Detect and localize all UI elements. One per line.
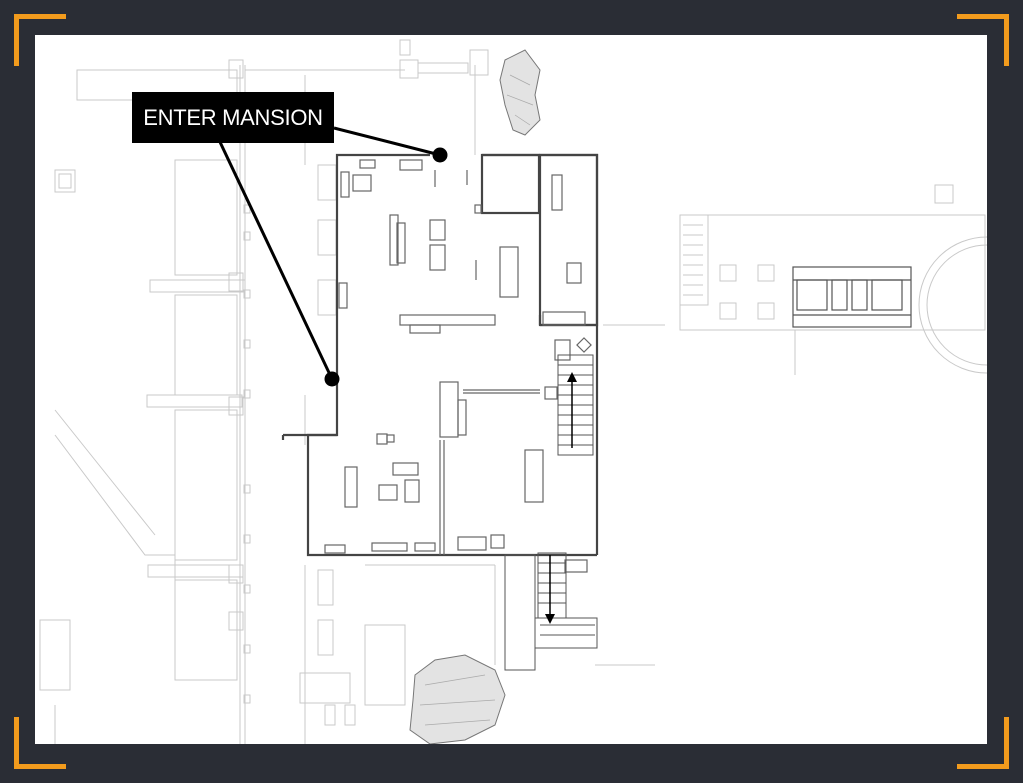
entrance-marker-icon [324,371,340,387]
down-arrow-icon [545,555,555,624]
corner-bracket-icon [957,14,1009,66]
entrance-marker-icon [432,147,448,163]
corner-bracket-icon [957,717,1009,769]
corner-bracket-icon [14,14,66,66]
surrounding-buildings [39,39,987,744]
right-pavilion [792,266,912,328]
callout-leaders [218,126,441,380]
interior-furniture [324,159,592,573]
floor-plan-drawing [39,39,987,744]
staircases [504,354,598,671]
up-arrow-icon [567,372,577,448]
enter-mansion-label: ENTER MANSION [132,92,334,143]
corner-bracket-icon [14,717,66,769]
floor-plan-map: ENTER MANSION [35,35,987,744]
rock-outcrop [409,49,541,744]
